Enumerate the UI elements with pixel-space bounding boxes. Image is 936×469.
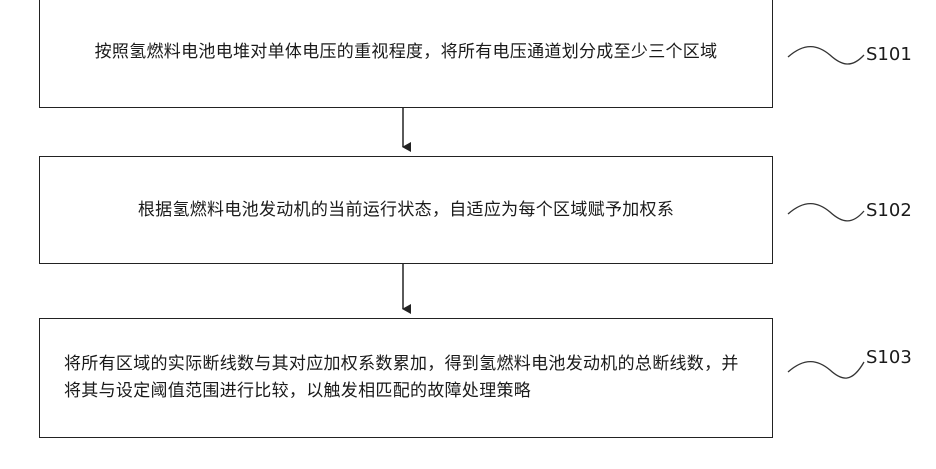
leader-line-s103 (788, 362, 864, 378)
leader-line-s102 (788, 204, 864, 221)
step-text-s102: 根据氢燃料电池发动机的当前运行状态，自适应为每个区域赋予加权系 (114, 197, 698, 224)
step-label-s101: S101 (866, 44, 912, 65)
step-text-s101: 按照氢燃料电池电堆对单体电压的重视程度，将所有电压通道划分成至少三个区域 (71, 39, 742, 66)
leader-line-s101 (788, 47, 864, 64)
step-box-s102: 根据氢燃料电池发动机的当前运行状态，自适应为每个区域赋予加权系 (39, 156, 773, 264)
step-label-s102: S102 (866, 200, 912, 221)
step-text-s103: 将所有区域的实际断线数与其对应加权系数累加，得到氢燃料电池发动机的总断线数，并将… (40, 351, 772, 405)
step-box-s103: 将所有区域的实际断线数与其对应加权系数累加，得到氢燃料电池发动机的总断线数，并将… (39, 318, 773, 438)
step-label-s103: S103 (866, 347, 912, 368)
step-box-s101: 按照氢燃料电池电堆对单体电压的重视程度，将所有电压通道划分成至少三个区域 (39, 0, 773, 108)
